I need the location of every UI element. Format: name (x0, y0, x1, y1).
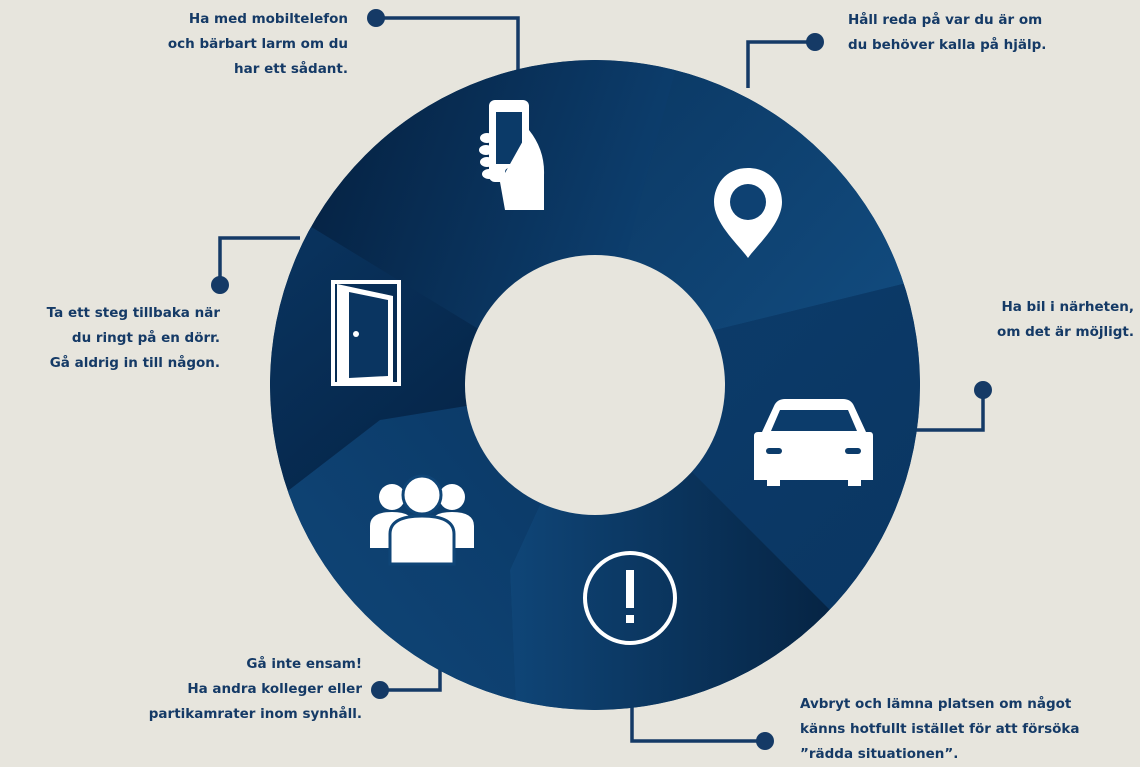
tip-group: Gå inte ensam! Ha andra kolleger eller p… (149, 652, 362, 727)
tip-door-line: Gå aldrig in till någon. (49, 355, 220, 371)
tip-location: Håll reda på var du är om du behöver kal… (848, 8, 1046, 58)
tip-car-line: om det är möjligt. (997, 324, 1134, 340)
tip-phone-line: Ha med mobiltelefon (188, 11, 348, 27)
phone-in-hand-icon (479, 100, 545, 210)
connector-location (746, 40, 815, 88)
tip-abort-line: ”rädda situationen”. (800, 746, 959, 762)
tip-door: Ta ett steg tillbaka när du ringt på en … (47, 301, 220, 376)
tip-door-line: du ringt på en dörr. (71, 330, 220, 346)
tip-car: Ha bil i närheten, om det är möjligt. (997, 295, 1134, 345)
tip-location-line: du behöver kalla på hjälp. (848, 37, 1047, 53)
connector-car (900, 390, 985, 432)
tip-abort-line: Avbryt och lämna platsen om något (800, 696, 1072, 712)
tip-group-line: Ha andra kolleger eller (187, 681, 362, 697)
tip-phone-line: har ett sådant. (234, 61, 348, 77)
tip-phone: Ha med mobiltelefon och bärbart larm om … (168, 7, 348, 82)
ring-hole (465, 255, 725, 515)
map-pin-icon (714, 168, 782, 258)
tip-location-line: Håll reda på var du är om (848, 12, 1043, 28)
exclamation-icon (583, 551, 677, 645)
connector-dots (211, 9, 992, 750)
door-icon (331, 280, 401, 386)
tip-group-line: partikamrater inom synhåll. (148, 706, 362, 722)
segment-door (270, 220, 595, 520)
connector-phone (376, 16, 520, 80)
group-icon (370, 474, 474, 566)
car-icon (754, 399, 873, 486)
tip-abort-line: känns hotfullt istället för att försöka (800, 721, 1080, 737)
connector-door (218, 236, 300, 285)
tip-group-line: Gå inte ensam! (246, 656, 362, 672)
tip-phone-line: och bärbart larm om du (167, 36, 348, 52)
tip-car-line: Ha bil i närheten, (1001, 299, 1134, 315)
tip-door-line: Ta ett steg tillbaka när (46, 305, 220, 321)
tip-abort: Avbryt och lämna platsen om något känns … (800, 692, 1080, 767)
